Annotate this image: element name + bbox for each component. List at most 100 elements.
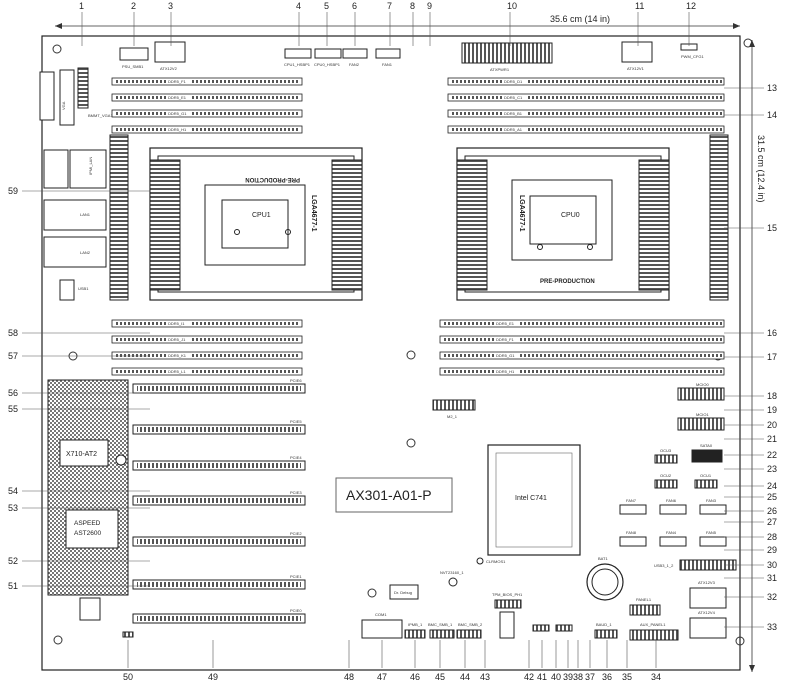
dimm-slot-pins [442,370,722,373]
dimm-slot-pins [114,354,300,357]
mgmt-vga-label: BMMT_VGA1 [88,113,113,118]
dimm-label-bg [166,111,192,116]
pcie-slot-pins [137,427,301,432]
m2-slot [432,399,476,411]
callout-number: 48 [344,672,354,682]
aux-panel-header [629,629,679,641]
callout-number: 24 [767,481,777,491]
callout-number: 43 [480,672,490,682]
dimm-label-bg [502,95,528,100]
callout-number: 3 [168,1,173,11]
dimm-label-bg [494,337,520,342]
fan2-connector [342,48,368,59]
fan2-top-label: FAN2 [349,62,360,67]
heatsink-screw [115,454,127,466]
tpm-label: TPM_BIOS_PH1 [492,592,523,597]
pcie-label: PCIE5 [290,419,302,424]
cpu0-label: CPU0 [561,212,580,219]
pch-label: Intel C741 [515,495,547,502]
battery-label: BAT1 [598,556,608,561]
fan1-connector [375,48,401,59]
callout-number: 8 [410,1,415,11]
atx12v3-label: ATX12V3 [698,580,716,585]
lan-controller-chip [59,439,109,467]
oculink1-label: OCU1 [700,473,712,478]
callout-number: 45 [435,672,445,682]
dimm-label: DDR5_H1 [168,127,187,132]
callout-number: 34 [651,672,661,682]
callout-number: 21 [767,434,777,444]
dimm-label-bg [502,111,528,116]
dimm-label-bg [166,353,192,358]
callout-number: 50 [123,672,133,682]
baud-label: BAUD_1 [596,622,612,627]
callout-number: 59 [8,186,18,196]
cpu0-hsbp-connector [314,48,342,59]
fan-header [659,536,687,547]
callout-number: 9 [427,1,432,11]
dimm-slot-pins [450,128,722,131]
callout-number: 17 [767,352,777,362]
oculink3-label: OCU3 [660,448,672,453]
callout-number: 14 [767,110,777,120]
callout-number: 23 [767,464,777,474]
callout-number: 5 [324,1,329,11]
pch-heatsink-zone [47,379,129,596]
cpu1-socket: CPU1 LGA4677-1 PRE-PRODUCTION [149,147,363,301]
dimm-label-bg [166,79,192,84]
fan-label: FAN6 [666,498,677,503]
callout-number: 41 [537,672,547,682]
dimm-label: DDR5_G1 [168,111,187,116]
callout-number: 28 [767,532,777,542]
callout-number: 35 [622,672,632,682]
aux-panel-label: AUX_PANEL1 [640,622,666,627]
callout-number: 20 [767,420,777,430]
cpu1-label: CPU1 [252,212,271,219]
dimm-slot-pins [114,112,300,115]
dimm-slot-pins [114,80,300,83]
jumper-41 [532,624,550,632]
vertical-m2 [79,597,101,621]
dimm-label-bg [502,127,528,132]
fan-label: FAN3 [706,498,717,503]
callout-number: 2 [131,1,136,11]
fan-label: FAN5 [706,530,717,535]
usb-lan-stack [43,149,69,189]
callout-number: 36 [602,672,612,682]
cpu0-preprod: PRE-PRODUCTION [540,279,595,285]
atx12v4-connector [689,617,727,639]
callout-number: 32 [767,592,777,602]
callout-number: 52 [8,556,18,566]
dimm-label-bg [494,353,520,358]
oculink1 [694,479,718,489]
psu-smb-label: PSU_SMB1 [122,64,144,69]
cpu0-socket-type: LGA4677-1 [518,195,525,232]
jumper-39 [555,624,573,632]
bmc-smb1-label: BMC_SMB_1 [428,622,453,627]
callout-number: 58 [8,328,18,338]
bmc-chip [65,509,119,549]
callout-number: 4 [296,1,301,11]
callout-number: 54 [8,486,18,496]
callout-number: 44 [460,672,470,682]
dimm-label-bg [166,321,192,326]
right-vrm-heatsink [709,134,729,301]
dimm-label: DDR5_K1 [168,353,187,358]
height-label: 31.5 cm (12.4 in) [756,135,766,203]
dimm-label: DDR5_D1 [504,79,523,84]
pcie-label: PCIE1 [290,574,302,579]
lan-chip-label: X710-AT2 [66,451,97,458]
fan-label: FAN7 [626,498,637,503]
callout-number: 33 [767,622,777,632]
pwm-cfg-label: PWM_CFG1 [681,54,704,59]
fan-header [699,536,727,547]
clrcmos-label: CLRMOS1 [486,559,506,564]
dimm-label-bg [502,79,528,84]
cpu1-hsbp-label: CPU1_HSBP1 [284,62,311,67]
dimm-slot-pins [450,80,722,83]
atx12v2-connector [154,41,186,63]
tpm-header [494,599,522,609]
callout-number: 29 [767,545,777,555]
